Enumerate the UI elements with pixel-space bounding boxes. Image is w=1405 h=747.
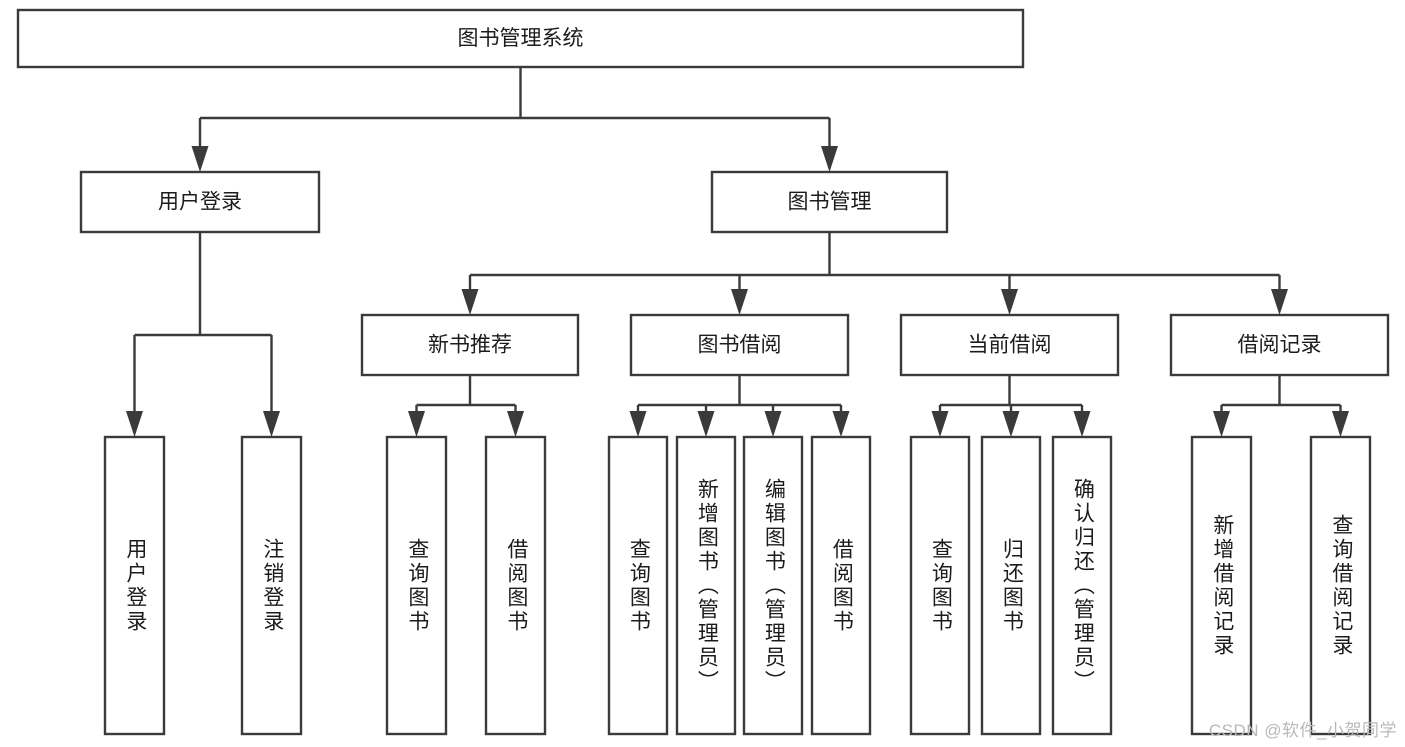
node-box-new-book-recommend bbox=[360, 313, 580, 377]
root-to-user-login-head bbox=[191, 146, 209, 172]
watermark-text: CSDN @软件_小贺同学 bbox=[1208, 721, 1397, 740]
node-current-confirm-return[interactable] bbox=[1051, 435, 1113, 736]
node-box-user-login-login bbox=[103, 435, 166, 736]
node-book-borrow[interactable]: 图书借阅 bbox=[629, 313, 850, 377]
user-login-to-user-login-login-head bbox=[126, 411, 143, 437]
node-current-query-book[interactable] bbox=[909, 435, 971, 736]
borrow-records-to-records-add-record-head bbox=[1213, 411, 1230, 437]
node-box-borrow-edit-book bbox=[742, 435, 804, 736]
node-user-login-logout[interactable] bbox=[240, 435, 303, 736]
node-label-user-login: 用户登录 bbox=[158, 191, 242, 214]
node-box-borrow-query-book bbox=[607, 435, 669, 736]
node-box-borrow-records bbox=[1169, 313, 1390, 377]
book-borrow-to-borrow-borrow-book-head bbox=[832, 411, 850, 437]
node-borrow-edit-book[interactable] bbox=[742, 435, 804, 736]
node-book-manage[interactable]: 图书管理 bbox=[710, 170, 949, 234]
node-label-borrow-records: 借阅记录 bbox=[1238, 334, 1322, 357]
node-records-query-record[interactable] bbox=[1309, 435, 1372, 736]
node-recommend-query-book[interactable] bbox=[385, 435, 448, 736]
node-recommend-borrow-book[interactable] bbox=[484, 435, 547, 736]
new-book-recommend-to-recommend-query-book-head bbox=[408, 411, 425, 437]
node-box-book-borrow bbox=[629, 313, 850, 377]
node-box-current-return-book bbox=[980, 435, 1042, 736]
node-box-records-query-record bbox=[1309, 435, 1372, 736]
book-borrow-to-borrow-query-book-head bbox=[629, 411, 647, 437]
node-box-current-confirm-return bbox=[1051, 435, 1113, 736]
node-box-current-borrow bbox=[899, 313, 1120, 377]
node-box-book-manage bbox=[710, 170, 949, 234]
book-manage-to-borrow-records-head bbox=[1271, 289, 1288, 315]
node-box-root bbox=[16, 8, 1025, 69]
node-borrow-records[interactable]: 借阅记录 bbox=[1169, 313, 1390, 377]
book-manage-to-new-book-recommend-head bbox=[461, 289, 479, 315]
root-to-book-manage-head bbox=[821, 146, 838, 172]
node-borrow-borrow-book[interactable] bbox=[810, 435, 872, 736]
book-borrow-to-borrow-add-book-head bbox=[697, 411, 715, 437]
node-root[interactable]: 图书管理系统 bbox=[16, 8, 1025, 69]
node-box-user-login-logout bbox=[240, 435, 303, 736]
node-label-new-book-recommend: 新书推荐 bbox=[428, 334, 512, 357]
node-box-user-login bbox=[79, 170, 321, 234]
node-box-current-query-book bbox=[909, 435, 971, 736]
current-borrow-to-current-confirm-return-head bbox=[1073, 411, 1091, 437]
book-borrow-to-borrow-edit-book-head bbox=[764, 411, 782, 437]
node-borrow-add-book[interactable] bbox=[675, 435, 737, 736]
node-box-borrow-borrow-book bbox=[810, 435, 872, 736]
book-manage-to-book-borrow-head bbox=[731, 289, 748, 315]
node-box-recommend-borrow-book bbox=[484, 435, 547, 736]
new-book-recommend-to-recommend-borrow-book-head bbox=[507, 411, 524, 437]
book-manage-to-current-borrow-head bbox=[1001, 289, 1018, 315]
node-current-borrow[interactable]: 当前借阅 bbox=[899, 313, 1120, 377]
node-borrow-query-book[interactable] bbox=[607, 435, 669, 736]
connectors-layer bbox=[126, 67, 1349, 437]
node-box-recommend-query-book bbox=[385, 435, 448, 736]
node-new-book-recommend[interactable]: 新书推荐 bbox=[360, 313, 580, 377]
current-borrow-to-current-query-book-head bbox=[931, 411, 949, 437]
node-label-book-borrow: 图书借阅 bbox=[698, 334, 782, 357]
current-borrow-to-current-return-book-head bbox=[1002, 411, 1020, 437]
node-records-add-record[interactable] bbox=[1190, 435, 1253, 736]
borrow-records-to-records-query-record-head bbox=[1332, 411, 1349, 437]
node-user-login[interactable]: 用户登录 bbox=[79, 170, 321, 234]
node-label-book-manage: 图书管理 bbox=[788, 191, 872, 214]
node-box-borrow-add-book bbox=[675, 435, 737, 736]
node-label-root: 图书管理系统 bbox=[458, 27, 584, 50]
user-login-to-user-login-logout-head bbox=[263, 411, 280, 437]
node-user-login-login[interactable] bbox=[103, 435, 166, 736]
node-current-return-book[interactable] bbox=[980, 435, 1042, 736]
node-box-records-add-record bbox=[1190, 435, 1253, 736]
node-label-current-borrow: 当前借阅 bbox=[968, 334, 1052, 357]
